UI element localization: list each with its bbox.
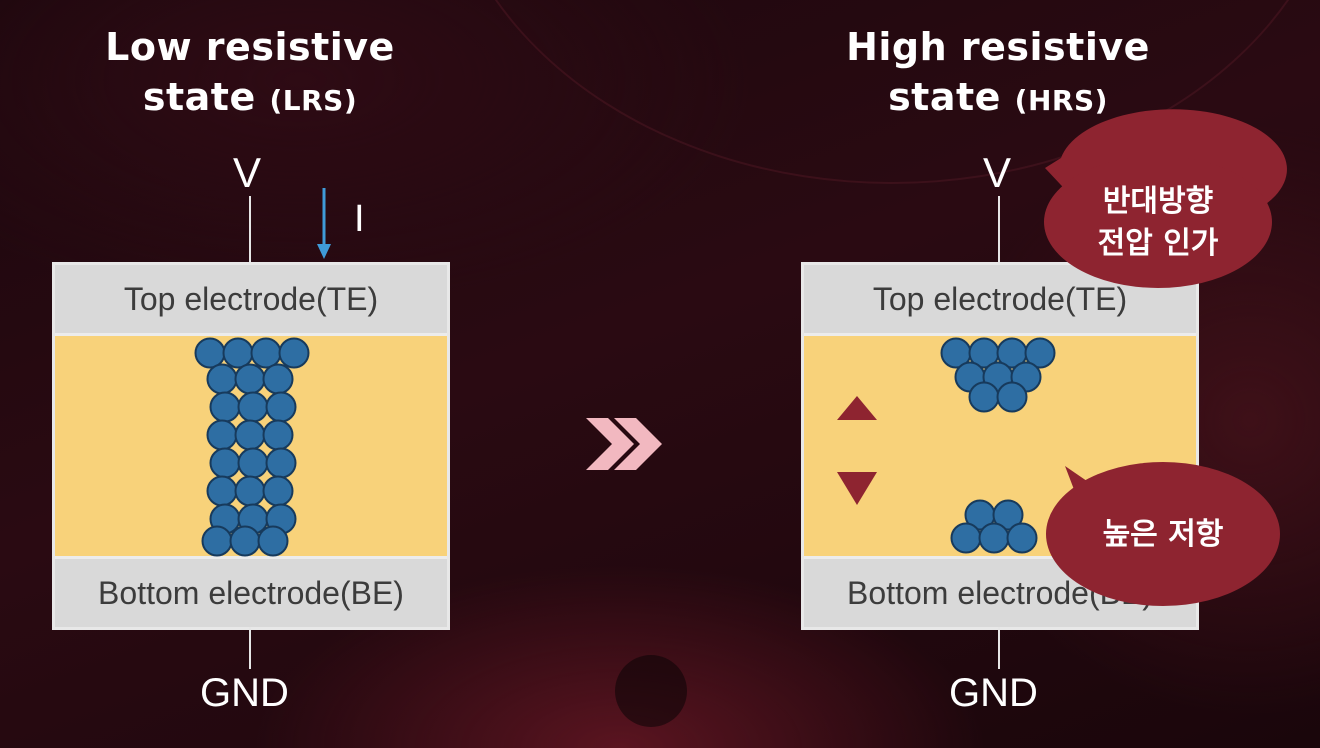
lrs-title: Low resistive state (LRS) [30,22,470,126]
filament-particle [250,337,282,369]
hrs-bottom-wire [998,627,1000,669]
filament-particle [237,447,269,479]
lrs-top-wire [249,196,251,262]
filament-particle [234,363,266,395]
filament-particle [968,381,1000,413]
filament-particle [950,522,982,554]
hrs-title: High resistive state (HRS) [778,22,1218,126]
filament-particle [222,337,254,369]
filament-particle [194,337,226,369]
bubble-top-line1: 반대방향 [1102,184,1214,219]
filament-particle [978,522,1010,554]
filament-particle [265,447,297,479]
filament-particle [262,475,294,507]
lrs-current-label: I [354,198,365,240]
hrs-title-abbr: (HRS) [1014,84,1108,117]
filament-particle [278,337,310,369]
lrs-title-line2: state [142,75,256,119]
filament-particle [996,381,1028,413]
lrs-title-line1: Low resistive [105,25,395,69]
lrs-ground-label: GND [200,671,289,715]
hrs-title-line1: High resistive [846,25,1150,69]
filament-particle [234,475,266,507]
lrs-bottom-wire [249,627,251,669]
filament-particle [237,391,269,423]
filament-particle [201,525,233,557]
triangle-up-icon [837,396,877,420]
lrs-top-electrode: Top electrode(TE) [55,265,447,336]
filament-particle [229,525,261,557]
hrs-ruptured-filament [837,337,1056,554]
filament-particle [209,447,241,479]
bubble-top-line2: 전압 인가 [1097,226,1219,261]
lrs-voltage-label: V [233,149,262,196]
hrs-voltage-label: V [983,149,1012,196]
filament-particle [992,499,1024,531]
filament-particle [206,419,238,451]
filament-particle [262,419,294,451]
hrs-title-line2: state [888,75,1001,119]
filament-particle [1024,337,1056,369]
hrs-top-wire [998,196,1000,262]
filament-particle [1006,522,1038,554]
filament-particle [262,363,294,395]
filament-particle [257,525,289,557]
lrs-device: Top electrode(TE) Bottom electrode(BE) [52,262,450,630]
lrs-conductive-filament [194,337,310,557]
filament-particle [265,391,297,423]
filament-particle [209,391,241,423]
lrs-title-abbr: (LRS) [269,84,358,117]
hrs-ground-label: GND [949,671,1038,715]
lrs-bottom-electrode: Bottom electrode(BE) [55,556,447,627]
triangle-down-icon [837,472,877,505]
filament-particle [206,475,238,507]
background-blob [615,655,687,727]
bubble-high-resistance: 높은 저항 [1102,517,1224,552]
filament-particle [234,419,266,451]
filament-particle [206,363,238,395]
hrs-device: Top electrode(TE) Bottom electrode(BE) [801,262,1199,630]
